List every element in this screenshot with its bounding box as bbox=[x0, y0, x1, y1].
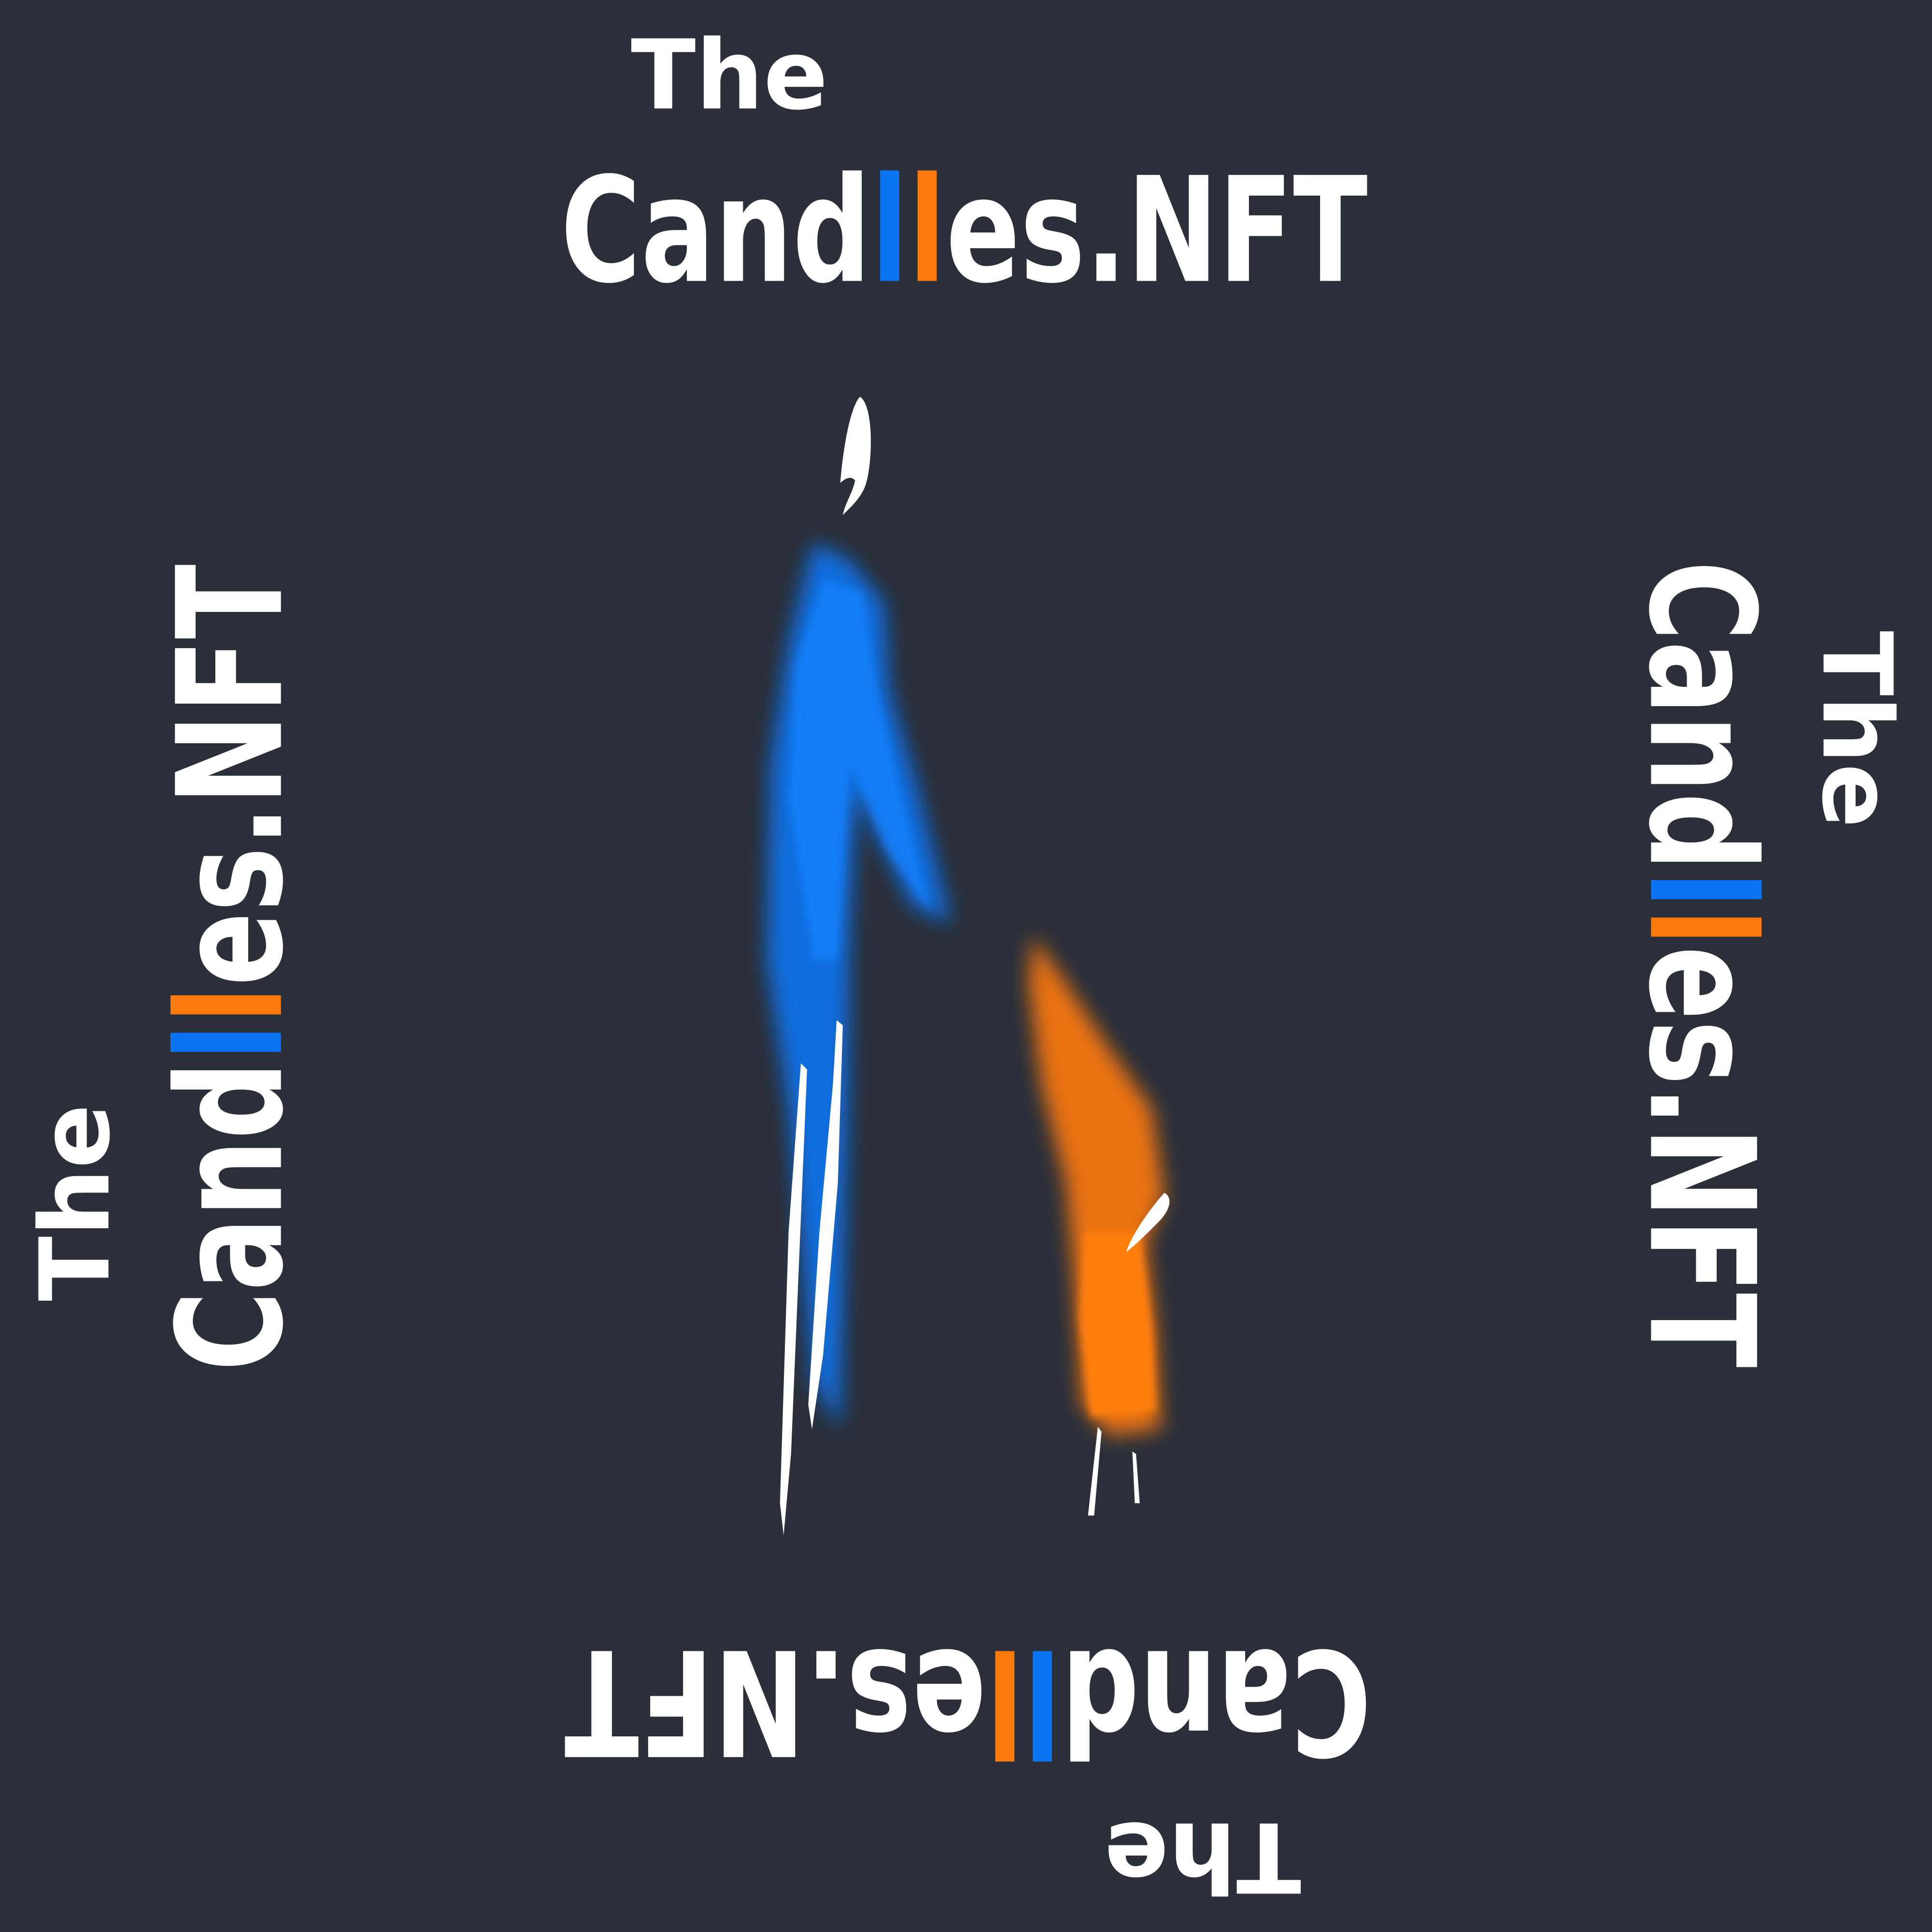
orange-lower-wick-right bbox=[1132, 1451, 1140, 1504]
logo-top: The Candlles.NFT bbox=[561, 19, 1368, 315]
logo-candles-nft: Candlles.NFT bbox=[564, 1617, 1371, 1786]
lower-wick-right bbox=[808, 1020, 843, 1430]
logo-right: The Candlles.NFT bbox=[1617, 561, 1913, 1368]
blue-candle-core bbox=[788, 579, 931, 961]
logo-the: The bbox=[1104, 1801, 1301, 1913]
orange-upper-wick bbox=[1126, 1193, 1170, 1252]
logo-the: The bbox=[1801, 631, 1913, 828]
logo-candles-nft: Candlles.NFT bbox=[1617, 561, 1786, 1368]
orange-candle-lower-body bbox=[1079, 1232, 1156, 1417]
orange-lower-wick-left bbox=[1088, 1427, 1102, 1516]
blue-candle bbox=[766, 397, 952, 1535]
lower-wick-left bbox=[780, 1063, 807, 1535]
logo-the: The bbox=[631, 19, 828, 131]
logo-bottom: The Candlles.NFT bbox=[564, 1617, 1371, 1913]
upper-wick bbox=[840, 397, 871, 515]
logo-left: The Candlles.NFT bbox=[19, 564, 315, 1371]
orange-candle bbox=[1029, 936, 1170, 1516]
logo-candles-nft: Candlles.NFT bbox=[146, 564, 315, 1371]
logo-the: The bbox=[19, 1104, 131, 1301]
logo-candles-nft: Candlles.NFT bbox=[561, 146, 1368, 315]
